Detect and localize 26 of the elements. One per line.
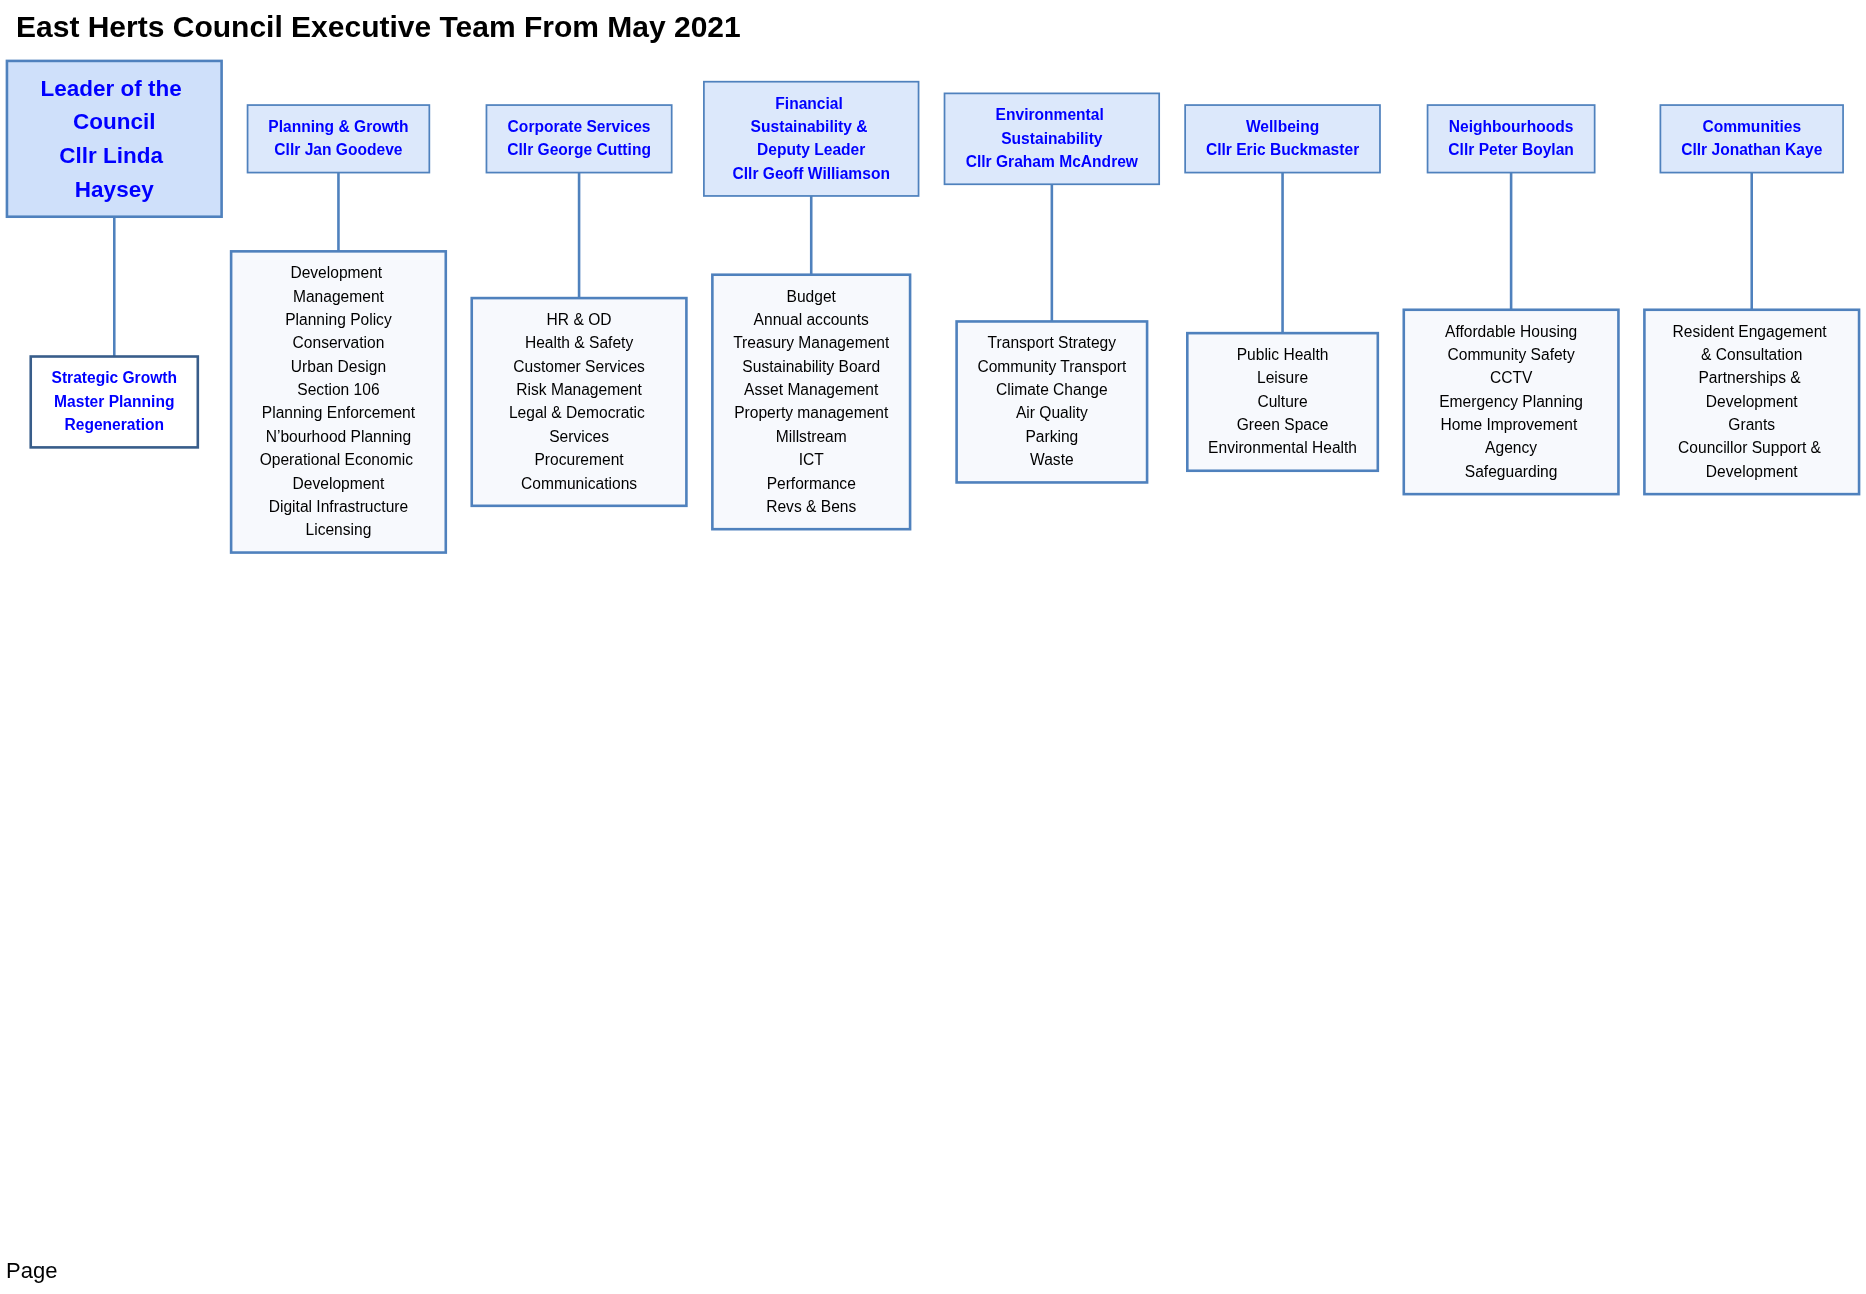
connector bbox=[1750, 172, 1754, 310]
node-box: Corporate Services Cllr George Cutting bbox=[485, 104, 673, 174]
node-box: Planning & Growth Cllr Jan Goodeve bbox=[246, 104, 431, 174]
connector bbox=[1509, 172, 1513, 310]
node-box: Environmental Sustainability Cllr Graham McAndrew bbox=[943, 92, 1161, 186]
node-box: Development Management Planning Policy Conservation Urban Design Section 106 Planning Enforcement N’bourhood Planning Operational Economic Development Digital Infrastructure Licensing bbox=[229, 250, 448, 554]
node-box: Strategic Growth Master Planning Regeneration bbox=[29, 355, 200, 449]
node-box: Transport Strategy Community Transport Climate Change Air Quality Parking Waste bbox=[955, 320, 1149, 484]
node-box: Financial Sustainability & Deputy Leader Cllr Geoff Williamson bbox=[703, 80, 920, 197]
chart-title: East Herts Council Executive Team From May 2021 bbox=[16, 10, 741, 44]
node-box: Resident Engagement & Consultation Partnerships & Development Grants Councillor Support & Development bbox=[1643, 308, 1861, 496]
node-box: Leader of the Council Cllr Linda Haysey bbox=[5, 59, 223, 218]
connector bbox=[1281, 172, 1284, 334]
connector bbox=[1050, 184, 1054, 322]
node-box: Budget Annual accounts Treasury Management Sustainability Board Asset Management Property management Millstream ICT Performance Revs & Bens bbox=[711, 273, 912, 531]
page-label: Page bbox=[6, 1258, 58, 1283]
node-box: Neighbourhoods Cllr Peter Boylan bbox=[1426, 104, 1596, 174]
connector bbox=[337, 172, 340, 252]
node-box: Affordable Housing Community Safety CCTV Emergency Planning Home Improvement Agency Safeguarding bbox=[1402, 308, 1620, 496]
connector bbox=[577, 172, 581, 299]
connector bbox=[112, 216, 116, 357]
connector bbox=[809, 195, 813, 275]
node-box: Communities Cllr Jonathan Kaye bbox=[1659, 104, 1844, 174]
node-box: Wellbeing Cllr Eric Buckmaster bbox=[1184, 104, 1381, 174]
node-box: HR & OD Health & Safety Customer Services Risk Management Legal & Democratic Services Procurement Communications bbox=[470, 296, 688, 508]
node-box: Public Health Leisure Culture Green Space Environmental Health bbox=[1186, 331, 1380, 473]
